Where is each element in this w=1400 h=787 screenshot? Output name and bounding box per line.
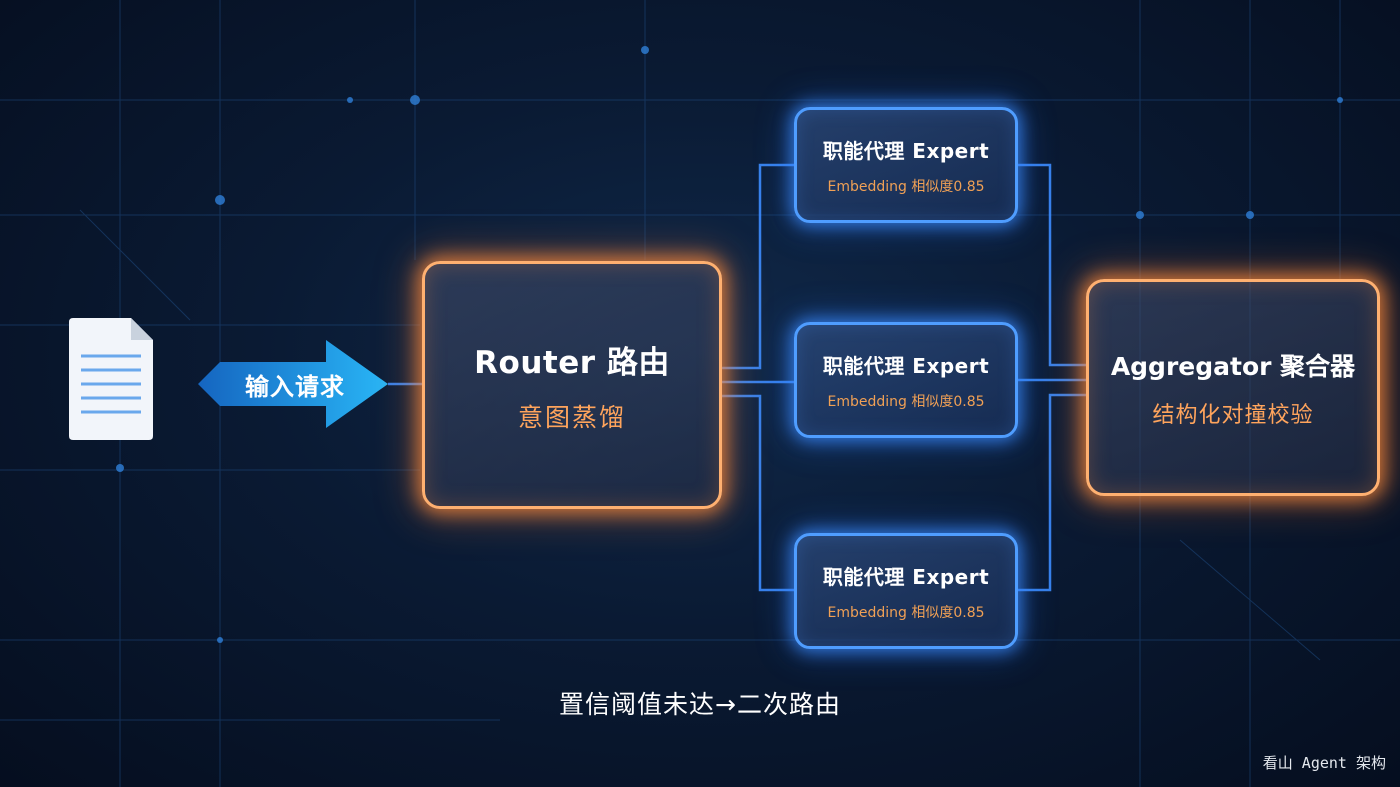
router-node: Router 路由 意图蒸馏 — [422, 261, 722, 509]
expert-title: 职能代理 Expert — [822, 138, 990, 163]
expert-similarity: Embedding 相似度0.85 — [827, 604, 985, 621]
expert-title: 职能代理 Expert — [822, 564, 990, 589]
watermark: 看山 Agent 架构 — [1262, 754, 1386, 772]
fallback-caption: 置信阈值未达→二次路由 — [559, 690, 841, 719]
expert-node: 职能代理 Expert Embedding 相似度0.85 — [794, 107, 1018, 223]
document-icon — [69, 318, 153, 440]
router-subtitle: 意图蒸馏 — [517, 402, 626, 432]
expert-similarity: Embedding 相似度0.85 — [827, 178, 985, 195]
expert-node: 职能代理 Expert Embedding 相似度0.85 — [794, 322, 1018, 438]
router-title: Router 路由 — [474, 344, 670, 381]
aggregator-node: Aggregator 聚合器 结构化对撞校验 — [1086, 279, 1380, 496]
input-arrow-icon — [198, 340, 388, 428]
expert-node: 职能代理 Expert Embedding 相似度0.85 — [794, 533, 1018, 649]
aggregator-title: Aggregator 聚合器 — [1110, 351, 1356, 381]
input-request-label: 输入请求 — [245, 372, 345, 401]
expert-similarity: Embedding 相似度0.85 — [827, 393, 985, 410]
expert-title: 职能代理 Expert — [822, 353, 990, 378]
aggregator-subtitle: 结构化对撞校验 — [1152, 402, 1314, 428]
